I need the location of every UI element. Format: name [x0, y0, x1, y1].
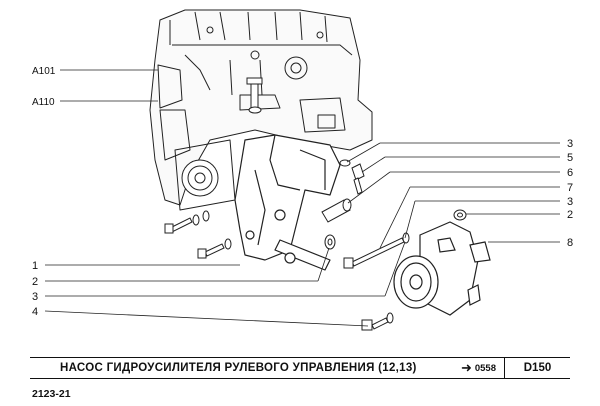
callout-7: 7 — [567, 182, 573, 194]
long-bolt-7 — [343, 232, 410, 269]
callout-4: 4 — [32, 306, 38, 318]
ref-label-a101: A101 — [32, 66, 56, 77]
model-code: 2123-21 — [32, 388, 71, 400]
spacer-6 — [321, 198, 352, 223]
callout-2: 2 — [32, 276, 38, 288]
nut-2-left — [324, 234, 336, 250]
page-reference: ➜ 0558 — [461, 358, 504, 378]
power-steering-pump — [393, 221, 491, 316]
callout-2-right: 2 — [567, 209, 573, 221]
bolts-left — [164, 210, 232, 259]
leader-lines — [44, 69, 560, 327]
diagram-title: НАСОС ГИДРОУСИЛИТЕЛЯ РУЛЕВОГО УПРАВЛЕНИЯ… — [60, 362, 417, 374]
callout-5: 5 — [567, 152, 573, 164]
bolt-5-washer-3 — [339, 159, 365, 195]
callout-6: 6 — [567, 167, 573, 179]
callout-3-right: 3 — [567, 138, 573, 150]
section-code: D150 — [504, 358, 570, 378]
right-arrow-icon: ➜ — [460, 360, 472, 375]
callout-8: 8 — [567, 237, 573, 249]
engine-block — [149, 9, 373, 211]
pump-bracket — [234, 134, 341, 271]
title-bar: НАСОС ГИДРОУСИЛИТЕЛЯ РУЛЕВОГО УПРАВЛЕНИЯ… — [30, 357, 570, 379]
stud-top — [246, 77, 263, 114]
callout-3-right-lower: 3 — [567, 196, 573, 208]
nut-2-right — [453, 209, 467, 221]
reference-page-number: 0558 — [474, 362, 496, 374]
callout-1: 1 — [32, 260, 38, 272]
callout-3: 3 — [32, 291, 38, 303]
ref-label-a110: A110 — [32, 97, 55, 108]
bolt-4-lower — [361, 312, 394, 331]
